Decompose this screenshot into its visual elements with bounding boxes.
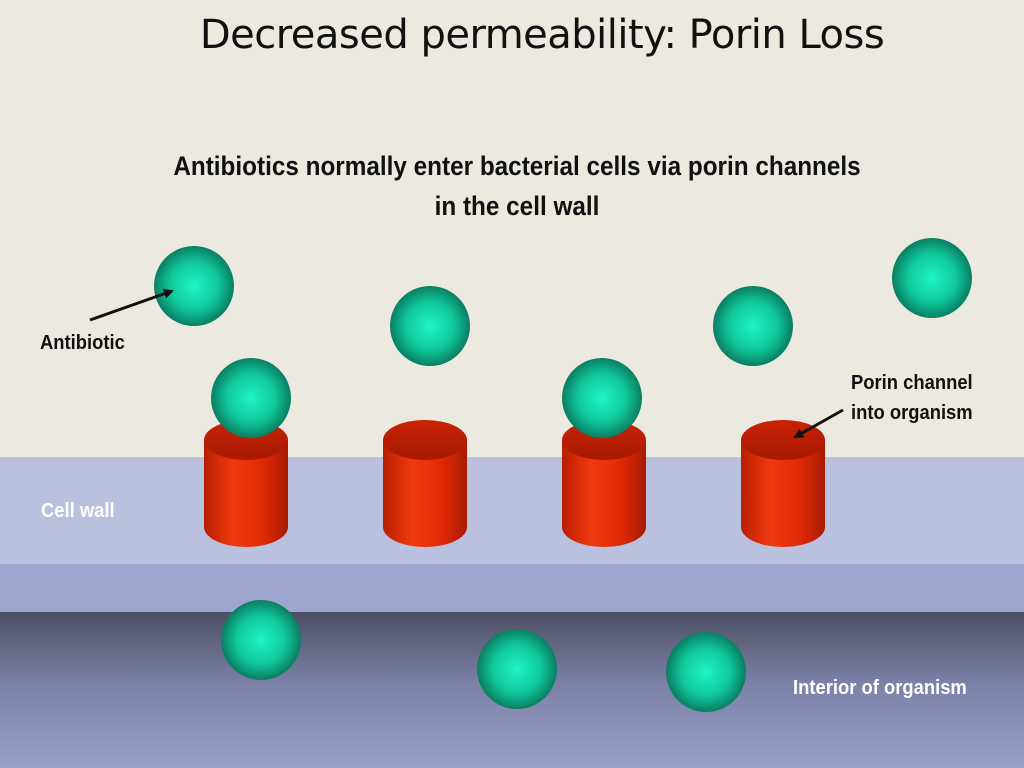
antibiotic-molecule	[390, 286, 470, 366]
antibiotic-molecule	[562, 358, 642, 438]
slide-title: Decreased permeability: Porin Loss	[199, 12, 885, 58]
porin-channel-label: Porin channel into organism	[851, 368, 973, 428]
cell-wall-lower-band	[0, 564, 1024, 612]
subtitle-line: in the cell wall	[434, 191, 600, 221]
antibiotic-molecule	[477, 629, 557, 709]
antibiotic-label: Antibiotic	[40, 332, 125, 354]
porin-channel	[562, 420, 646, 547]
interior-label: Interior of organism	[793, 677, 967, 699]
antibiotic-molecule	[666, 632, 746, 712]
porin-pointer-arrow	[793, 408, 844, 439]
porin-label-line: into organism	[851, 402, 973, 424]
antibiotic-molecule	[713, 286, 793, 366]
porin-channel	[204, 420, 288, 547]
subtitle-line: Antibiotics normally enter bacterial cel…	[173, 151, 861, 181]
cell-wall-label: Cell wall	[41, 500, 115, 522]
antibiotic-molecule	[154, 246, 234, 326]
antibiotic-molecule	[211, 358, 291, 438]
porin-channel	[741, 420, 825, 547]
slide-subtitle: Antibiotics normally enter bacterial cel…	[135, 146, 900, 226]
antibiotic-pointer-arrow	[89, 288, 174, 322]
cell-wall-band	[0, 457, 1024, 564]
antibiotic-molecule	[221, 600, 301, 680]
antibiotic-molecule	[892, 238, 972, 318]
porin-channel	[383, 420, 467, 547]
porin-label-line: Porin channel	[851, 372, 973, 394]
